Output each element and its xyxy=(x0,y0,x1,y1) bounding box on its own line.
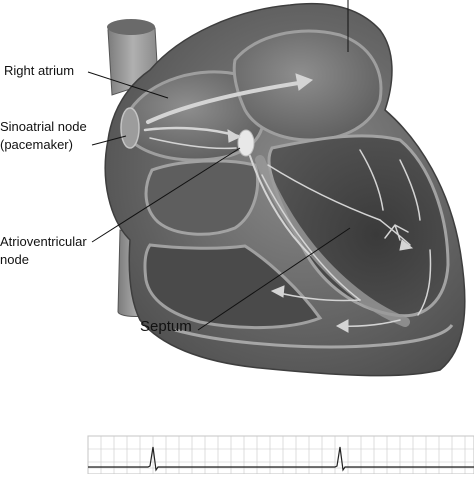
ecg-trace xyxy=(88,446,474,472)
label-sinoatrial-node: Sinoatrial node (pacemaker) xyxy=(0,118,87,154)
right-ventricle-chamber xyxy=(144,159,260,236)
right-ventricle-lower-cavity xyxy=(143,243,323,330)
vena-cava-opening xyxy=(107,19,155,35)
ecg-grid-lines xyxy=(87,435,474,474)
purkinje-fiber-2 xyxy=(399,159,421,221)
sinoatrial-node xyxy=(120,107,140,149)
bundle-of-his xyxy=(249,155,311,256)
conduction-path-atrium-lower xyxy=(149,137,237,150)
pointer-sinoatrial xyxy=(91,135,127,146)
label-pointers xyxy=(87,0,351,331)
arrowhead-purkinje-7 xyxy=(335,319,349,333)
label-sinoatrial-line2: (pacemaker) xyxy=(0,137,73,152)
right-bundle-branch xyxy=(261,174,361,301)
pointer-right-atrium xyxy=(87,71,169,99)
arrowhead-left-atrium xyxy=(295,73,314,91)
purkinje-fiber-5 xyxy=(384,224,409,241)
label-atrioventricular-line1: Atrioventricular xyxy=(0,234,87,249)
ecg-strip xyxy=(87,435,474,475)
label-atrioventricular-line2: node xyxy=(0,252,29,267)
label-atrioventricular-node: Atrioventricular node xyxy=(0,233,87,269)
label-septum: Septum xyxy=(140,318,192,335)
atrioventricular-node xyxy=(237,129,255,157)
purkinje-fiber-3 xyxy=(359,149,384,211)
left-bundle-branch xyxy=(267,164,381,221)
conduction-path-to-left-atrium xyxy=(146,80,307,124)
pointer-atrioventricular xyxy=(91,147,241,243)
arrowhead-av-node xyxy=(227,129,242,143)
label-right-atrium: Right atrium xyxy=(4,63,75,78)
pointer-septum xyxy=(197,227,351,331)
ventricle-bottom-wall xyxy=(174,324,454,349)
arrowhead-purkinje-1 xyxy=(399,239,414,251)
label-sinoatrial-line1: Sinoatrial node xyxy=(0,119,87,134)
septum-wall xyxy=(255,155,410,327)
left-atrium-chamber xyxy=(232,29,383,142)
conduction-arrows xyxy=(143,73,432,333)
arrowhead-purkinje-6 xyxy=(270,285,285,298)
purkinje-fiber-4 xyxy=(417,249,432,316)
